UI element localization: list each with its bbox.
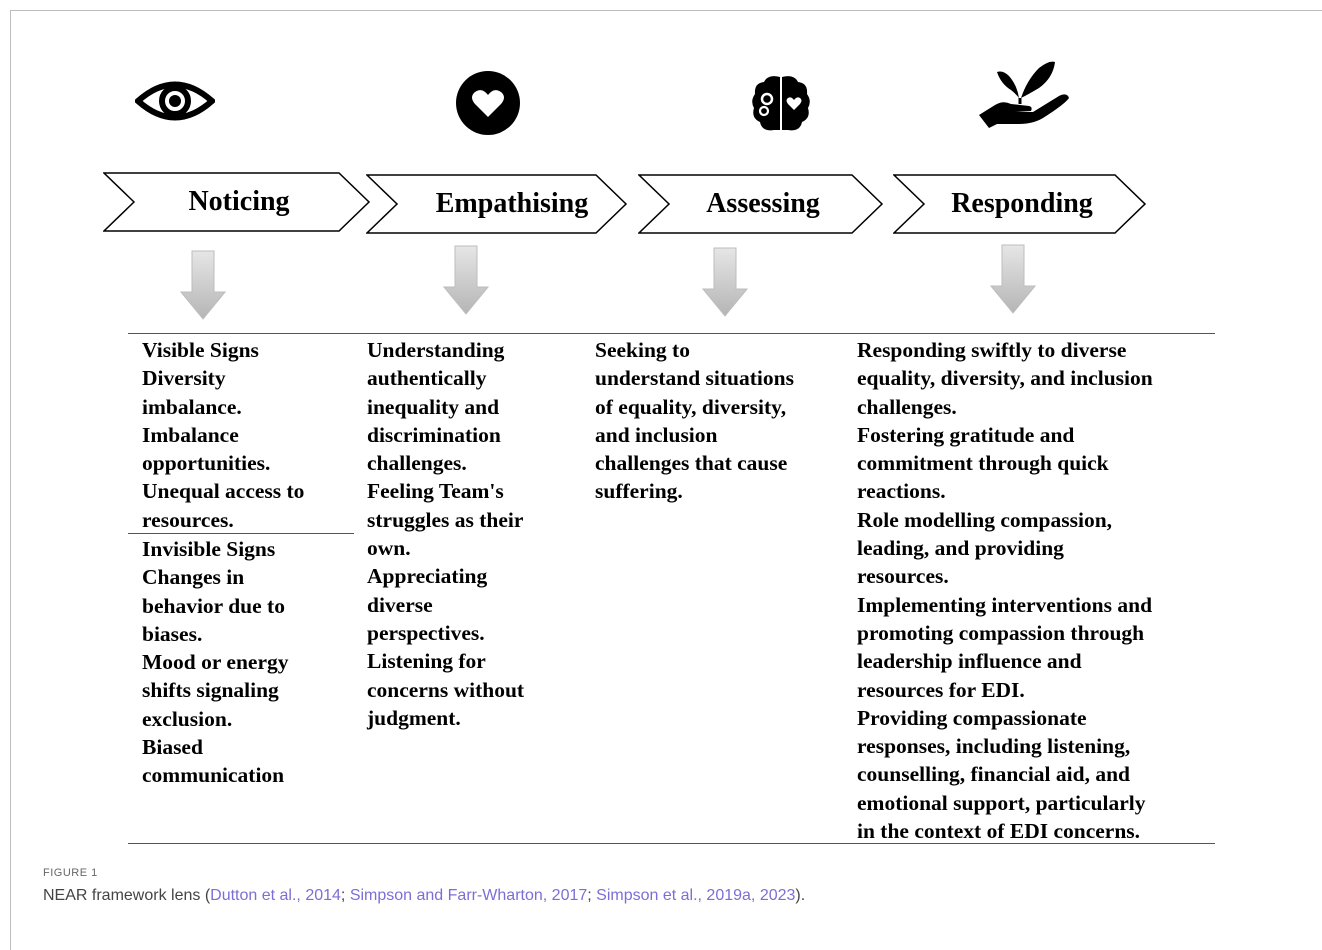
text-line: exclusion.: [142, 706, 233, 731]
stage-noticing: Noticing: [103, 172, 371, 232]
text-line: authentically: [367, 366, 487, 391]
text-line: challenges.: [857, 394, 957, 419]
citation-link[interactable]: Dutton et al., 2014: [210, 887, 341, 904]
text-line: Listening for: [367, 649, 486, 674]
caption-separator: ;: [340, 887, 350, 904]
text-line: shifts signaling: [142, 678, 279, 703]
text-line: imbalance.: [142, 394, 242, 419]
text-line: perspectives.: [367, 620, 485, 645]
text-line: opportunities.: [142, 451, 271, 476]
down-arrow-icon: [180, 250, 226, 320]
text-line: in the context of EDI concerns.: [857, 819, 1141, 844]
text-line: communication: [142, 763, 285, 788]
text-line: biases.: [142, 621, 203, 646]
text-line: leadership influence and: [857, 649, 1082, 674]
eye-icon: [135, 81, 215, 121]
text-line: resources for EDI.: [857, 677, 1025, 702]
empathising-text: Understanding authentically inequality and…: [367, 336, 524, 732]
text-line: resources.: [857, 564, 949, 589]
text-line: own.: [367, 536, 411, 561]
down-arrow-icon: [702, 247, 748, 317]
text-line: Role modelling compassion,: [857, 507, 1113, 532]
responding-text: Responding swiftly to diverse equality, d…: [857, 336, 1153, 845]
text-line: Changes in: [142, 565, 245, 590]
text-line: of equality, diversity,: [595, 394, 787, 419]
text-line: discrimination: [367, 422, 501, 447]
text-line: leading, and providing: [857, 536, 1064, 561]
text-line: equality, diversity, and inclusion: [857, 366, 1153, 391]
text-line: emotional support, particularly: [857, 790, 1146, 815]
text-line: counselling, financial aid, and: [857, 762, 1131, 787]
text-line: Responding swiftly to diverse: [857, 338, 1127, 362]
heart-icon: [456, 71, 520, 135]
citation-link[interactable]: Simpson and Farr-Wharton, 2017: [349, 887, 588, 904]
text-line: concerns without: [367, 677, 525, 702]
text-line: Implementing interventions and: [857, 592, 1153, 617]
text-line: Mood or energy: [142, 650, 289, 675]
text-line: Providing compassionate: [857, 705, 1087, 730]
caption-text: ).: [795, 887, 806, 904]
text-line: behavior due to: [142, 593, 285, 618]
hand-plant-icon: [979, 61, 1069, 128]
stage-assessing: Assessing: [638, 174, 884, 234]
text-line: reactions.: [857, 479, 946, 504]
text-line: challenges.: [367, 451, 467, 476]
text-line: commitment through quick: [857, 451, 1109, 476]
text-line: resources.: [142, 507, 234, 532]
figure-caption: NEAR framework lens (Dutton et al., 2014…: [43, 887, 805, 905]
text-line: Visible Signs: [142, 338, 259, 362]
caption-separator: ;: [587, 887, 597, 904]
assessing-text: Seeking to understand situations of equali…: [595, 336, 794, 506]
text-line: Feeling Team's: [367, 479, 504, 504]
citation-link[interactable]: Simpson et al., 2019a, 2023: [596, 887, 796, 904]
stage-label: Responding: [951, 188, 1093, 219]
figure-frame: [10, 10, 1322, 950]
stage-label: Empathising: [435, 188, 589, 219]
stage-responding: Responding: [893, 174, 1147, 234]
text-line: diverse: [367, 592, 433, 617]
text-line: Unequal access to: [142, 479, 305, 504]
text-line: Seeking to: [595, 338, 690, 362]
text-line: judgment.: [367, 705, 461, 730]
stage-empathising: Empathising: [366, 174, 628, 234]
text-line: Biased: [142, 735, 203, 760]
text-line: promoting compassion through: [857, 620, 1145, 645]
text-line: Invisible Signs: [142, 537, 276, 561]
stage-label: Assessing: [706, 188, 820, 219]
text-line: Fostering gratitude and: [857, 422, 1075, 447]
noticing-divider-rule: [128, 533, 354, 534]
text-line: Diversity: [142, 366, 226, 391]
text-line: challenges that cause: [595, 451, 788, 476]
text-line: struggles as their: [367, 507, 524, 532]
text-line: understand situations: [595, 366, 794, 391]
text-line: Understanding: [367, 338, 505, 362]
table-top-rule: [128, 333, 1215, 334]
down-arrow-icon: [443, 245, 489, 315]
table-bottom-rule: [128, 843, 1215, 844]
stage-label: Noticing: [188, 186, 290, 217]
figure-label: FIGURE 1: [43, 867, 98, 879]
caption-text: NEAR framework lens (: [43, 887, 211, 904]
text-line: inequality and: [367, 394, 500, 419]
text-line: suffering.: [595, 479, 683, 504]
text-line: responses, including listening,: [857, 734, 1131, 759]
brain-icon: [752, 76, 810, 131]
down-arrow-icon: [990, 244, 1036, 314]
text-line: Imbalance: [142, 422, 239, 447]
text-line: Appreciating: [367, 564, 488, 589]
text-line: and inclusion: [595, 422, 718, 447]
